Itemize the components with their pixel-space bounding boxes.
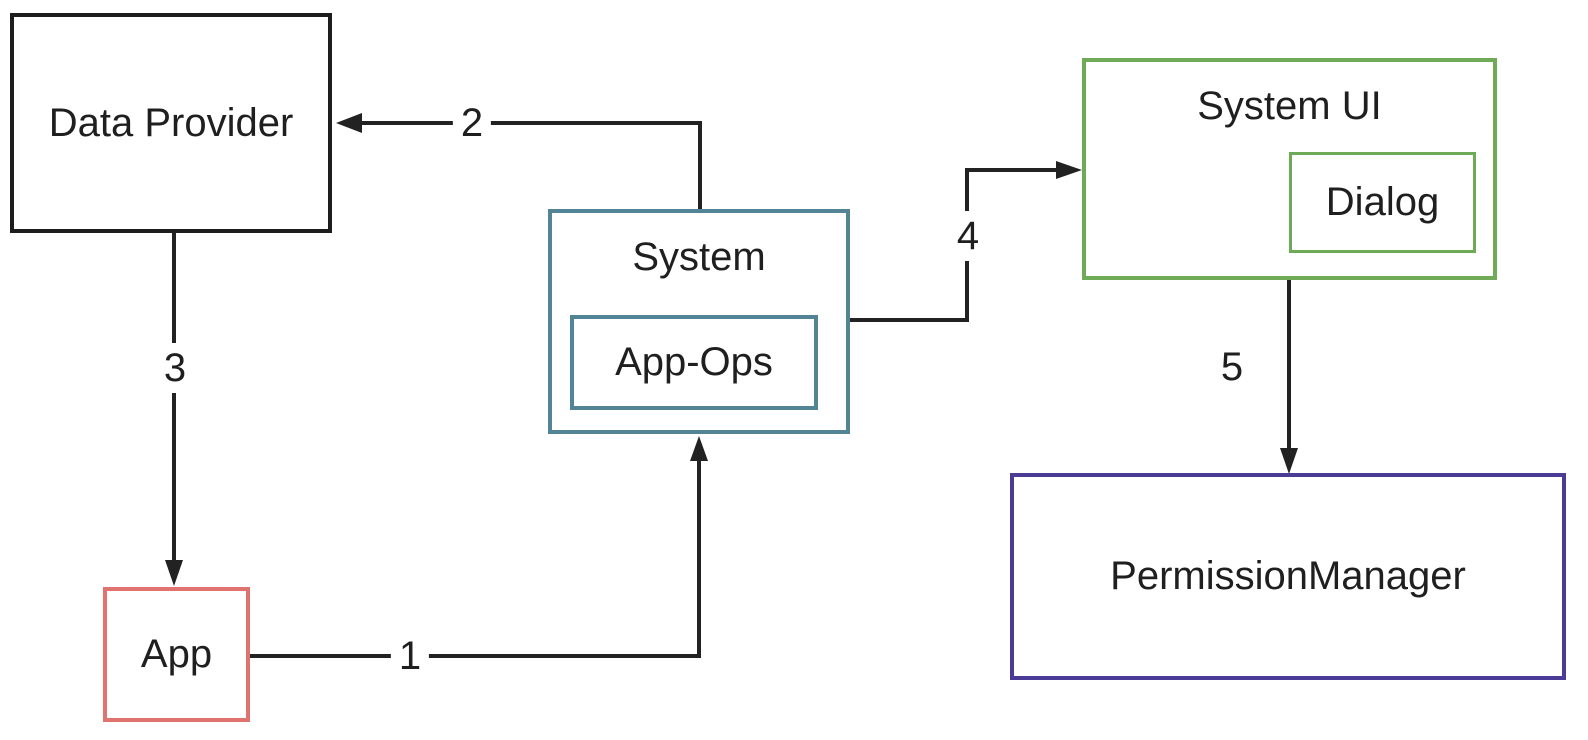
arrow-2-system-to-data-provider [336,113,702,209]
node-permission-manager: PermissionManager [1010,473,1566,680]
edge-label-5: 5 [1212,342,1252,392]
arrowhead-down-icon [165,560,183,586]
node-app-ops: App-Ops [570,315,818,410]
arrowhead-left-icon [336,113,362,133]
node-label: Data Provider [48,100,294,145]
edge-line [360,121,702,209]
edge-label-1: 1 [390,631,430,681]
node-label: App-Ops [615,340,773,384]
arrow-5-system-ui-to-permission-manager [1280,280,1298,474]
node-system-ui: System UI Dialog [1082,58,1497,280]
node-dialog: Dialog [1289,152,1476,253]
arrow-1-app-to-system [250,436,708,658]
node-label: System [632,235,766,279]
node-app: App [103,587,250,722]
edge-line [250,458,701,658]
node-label: PermissionManager [1110,554,1466,598]
arrowhead-right-icon [1056,161,1082,179]
node-data-provider: Data Provider [10,13,332,233]
edge-label-4: 4 [948,211,988,261]
arrow-3-data-provider-to-app [165,233,183,586]
edge-label-2: 2 [452,98,492,148]
arrowhead-down-icon [1280,448,1298,474]
arrowhead-up-icon [690,436,708,461]
edge-label-3: 3 [155,343,195,393]
node-label: Dialog [1325,180,1440,224]
node-label: System UI [1197,84,1382,128]
node-system: System App-Ops [548,209,850,434]
node-label: App [140,632,213,676]
